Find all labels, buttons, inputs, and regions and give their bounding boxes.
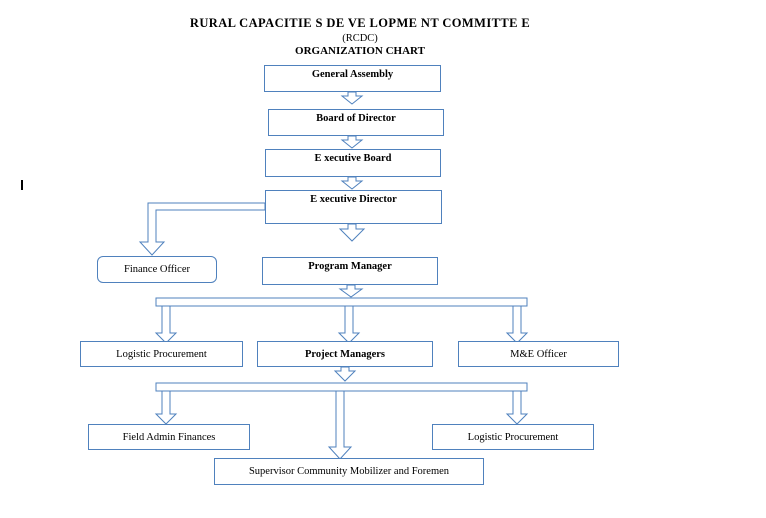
node-logistic-procurement-2: Logistic Procurement — [432, 424, 594, 450]
arrow-project-managers-to-bar — [333, 366, 357, 382]
arrow-bar-to-logistic-1 — [154, 305, 178, 344]
node-label: E xecutive Director — [310, 194, 397, 205]
chart-title: RURAL CAPACITIE S DE VE LOPME NT COMMITT… — [189, 16, 531, 30]
arrow-bar-to-logistic-2 — [505, 390, 529, 425]
node-label: Logistic Procurement — [116, 348, 207, 360]
chart-abbreviation: (RCDC) — [342, 33, 378, 44]
node-label: M&E Officer — [510, 348, 567, 360]
stray-text-mark — [21, 180, 23, 190]
node-label: Logistic Procurement — [467, 431, 559, 443]
node-label: Program Manager — [308, 261, 392, 272]
node-label: Board of Director — [316, 113, 396, 124]
node-label: E xecutive Board — [314, 153, 392, 164]
node-label: Project Managers — [305, 348, 385, 360]
node-label: Field Admin Finances — [122, 431, 216, 443]
arrow-bar-to-field-admin — [154, 390, 178, 425]
node-executive-director: E xecutive Director — [265, 190, 442, 224]
node-label: General Assembly — [311, 69, 394, 80]
bar-level-4 — [155, 382, 528, 392]
node-label: Supervisor Community Mobilizer and Forem… — [248, 466, 450, 477]
arrow-exec-director-to-program-manager — [338, 223, 366, 242]
arrow-exec-director-to-finance — [138, 202, 266, 256]
bar-level-3 — [155, 297, 528, 307]
arrow-bar-to-me-officer — [505, 305, 529, 344]
arrow-bar-to-supervisor — [327, 390, 353, 460]
node-executive-board: E xecutive Board — [265, 149, 441, 177]
arrow-bar-to-project-managers — [337, 305, 361, 344]
arrow-board-to-exec-board — [340, 135, 364, 149]
node-supervisor-community-mobilizer: Supervisor Community Mobilizer and Forem… — [214, 458, 484, 485]
node-program-manager: Program Manager — [262, 257, 438, 285]
arrow-ga-to-board — [340, 91, 364, 105]
chart-subtitle: ORGANIZATION CHART — [295, 45, 425, 57]
node-label: Finance Officer — [124, 264, 190, 275]
node-board-of-director: Board of Director — [268, 109, 444, 136]
node-project-managers: Project Managers — [257, 341, 433, 367]
arrow-pm-to-bar — [338, 284, 364, 298]
node-me-officer: M&E Officer — [458, 341, 619, 367]
node-field-admin-finances: Field Admin Finances — [88, 424, 250, 450]
node-finance-officer: Finance Officer — [97, 256, 217, 283]
node-logistic-procurement-1: Logistic Procurement — [80, 341, 243, 367]
arrow-exec-board-to-exec-director — [340, 176, 364, 190]
node-general-assembly: General Assembly — [264, 65, 441, 92]
